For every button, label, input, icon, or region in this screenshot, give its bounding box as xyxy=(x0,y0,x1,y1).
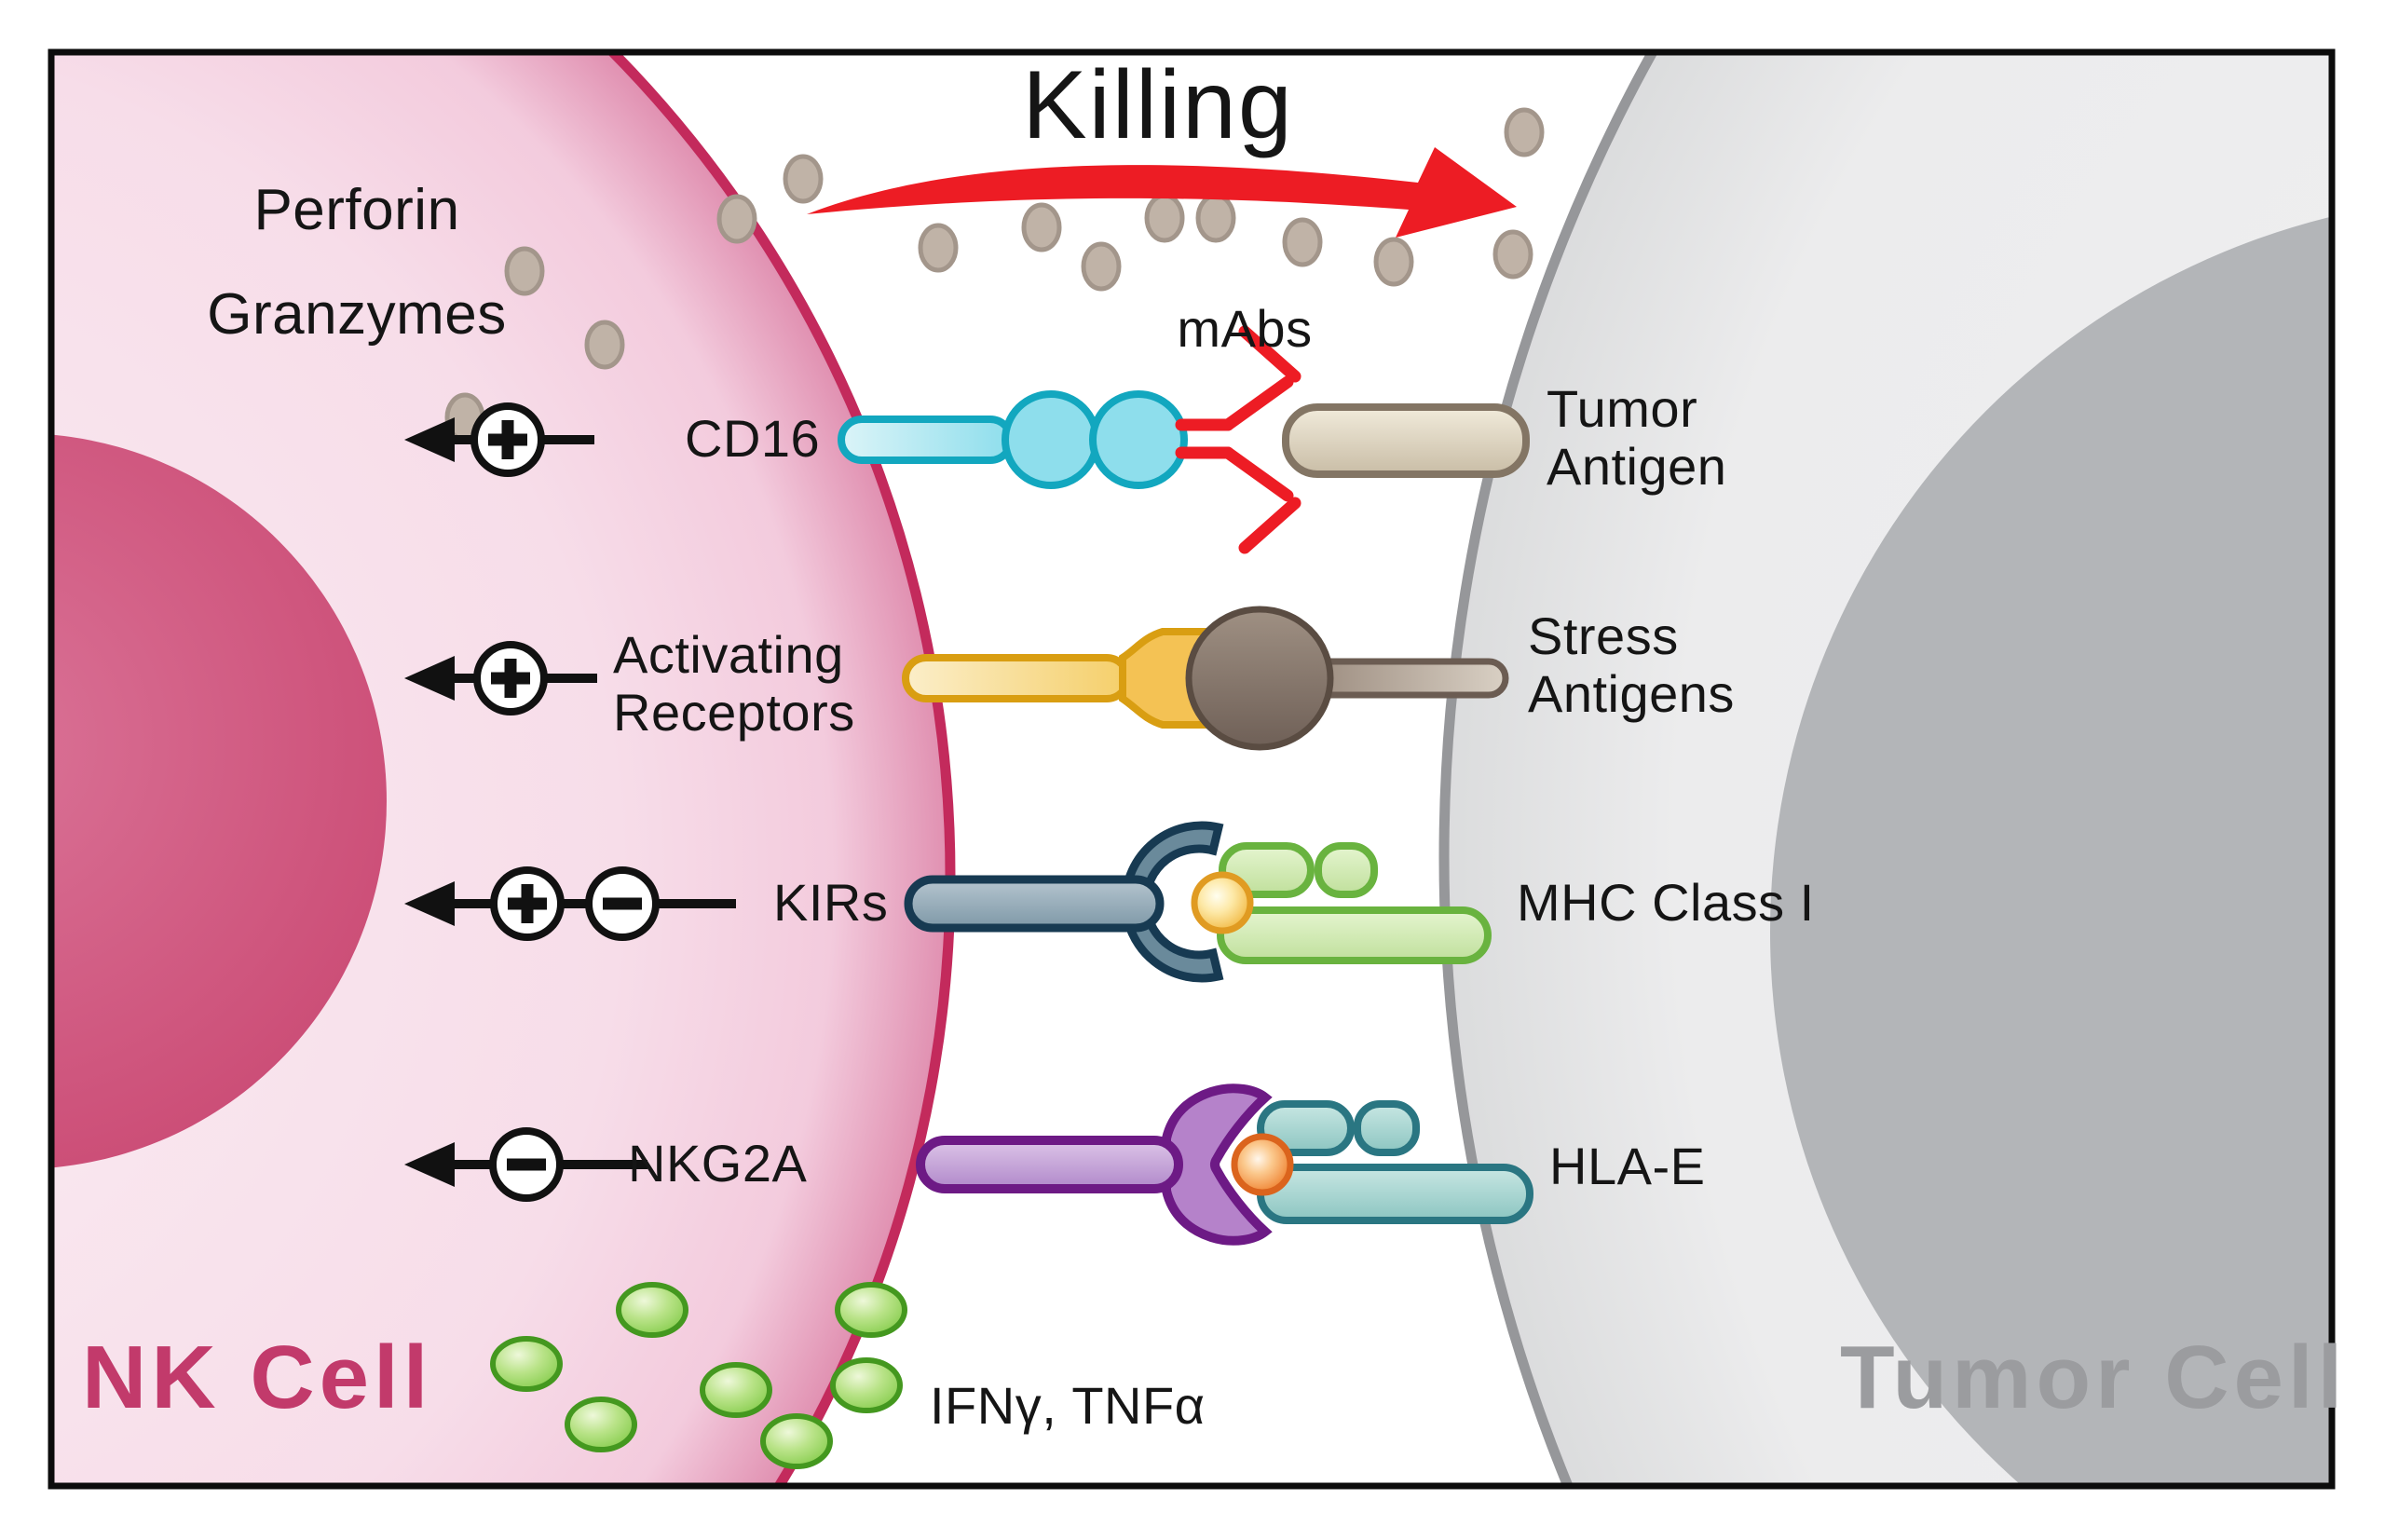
killing-label: Killing xyxy=(1022,51,1294,159)
cd16-label: CD16 xyxy=(685,409,821,468)
tumor-cell-label: Tumor Cell xyxy=(1840,1328,2348,1427)
cytokine-ovals xyxy=(490,1282,907,1469)
peptide-gold-icon xyxy=(1191,871,1254,934)
cd16-signal-arrow xyxy=(404,402,594,477)
cd16-receptor xyxy=(838,390,1188,489)
mhc-class-i-label: MHC Class I xyxy=(1517,873,1815,932)
nkg2a-label: NKG2A xyxy=(628,1134,808,1192)
activating-signal-arrow xyxy=(404,641,597,715)
nk-cell-nucleus xyxy=(51,434,387,1168)
plus-icon xyxy=(491,659,530,698)
mabs-label: mAbs xyxy=(1177,299,1313,358)
mhc-class-i-shape xyxy=(1217,842,1492,964)
hla-e-label: HLA-E xyxy=(1549,1137,1706,1195)
nk-cell-label: NK Cell xyxy=(82,1328,433,1427)
tumor-antigen-shape xyxy=(1282,403,1530,478)
peptide-orange-icon xyxy=(1231,1133,1294,1196)
mab-antibody-icon xyxy=(1175,325,1302,554)
plus-icon xyxy=(488,420,527,459)
stress-antigen-shape xyxy=(1185,606,1509,751)
kir-receptor xyxy=(904,821,1224,983)
killing-arrow-icon xyxy=(807,147,1517,238)
nkg2a-receptor xyxy=(916,1083,1273,1246)
hla-e-shape xyxy=(1257,1100,1533,1224)
tumor-cell-nucleus xyxy=(1770,216,2332,1486)
diagram-frame xyxy=(48,48,2336,1490)
kirs-label: KIRs xyxy=(773,873,889,932)
plus-icon xyxy=(508,884,547,923)
nkg2a-signal-arrow xyxy=(404,1127,647,1202)
granule-dots xyxy=(444,107,1545,443)
cytokines-label: IFNγ, TNFα xyxy=(930,1376,1206,1435)
kir-signal-arrow xyxy=(404,866,736,941)
activating-receptor xyxy=(902,628,1248,729)
